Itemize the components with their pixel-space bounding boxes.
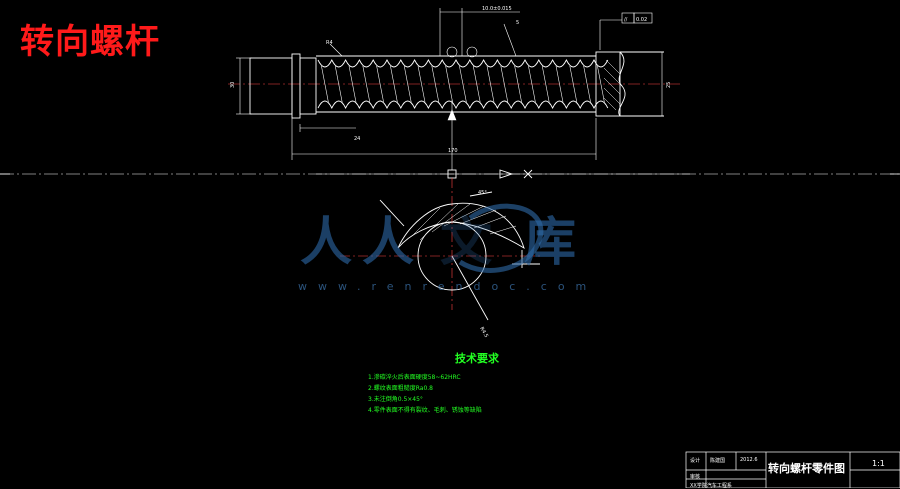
drawing-scale: 1:1	[872, 459, 885, 468]
title-block-design-label: 设计	[690, 458, 701, 464]
title-block-frame	[685, 451, 900, 488]
dimension-labels: 10.0±0.015 5 170 30 25 24 R4 // 0.02	[230, 6, 672, 154]
title-block-date: 2012.6	[740, 457, 758, 463]
technical-note: 1.渗碳淬火后表面硬度58~62HRC	[368, 374, 461, 381]
thread-flank	[555, 65, 564, 103]
technical-requirements-title: 技术要求	[455, 352, 499, 365]
drawing-title: 转向螺杆零件图	[768, 462, 845, 475]
thread-flank	[348, 65, 357, 103]
section-angle: 45°	[478, 190, 487, 196]
thread-flank	[334, 65, 343, 103]
thread-flank	[514, 65, 522, 103]
thread-flank	[403, 65, 412, 103]
watermark-char: 人	[300, 212, 353, 273]
dimension-lines	[236, 8, 663, 170]
thread-flank	[431, 65, 440, 103]
technical-note: 3.未注倒角0.5×45°	[368, 396, 423, 403]
thread-flank	[445, 65, 453, 103]
dim-right-diameter: 25	[666, 82, 672, 88]
thread-flank	[500, 65, 509, 103]
thread-flank	[597, 65, 605, 103]
thread-flank	[569, 65, 578, 103]
gdt-value: 0.02	[636, 17, 647, 23]
cross-section	[316, 169, 690, 321]
thread-flank	[472, 65, 481, 103]
technical-note: 4.零件表面不得有裂纹、毛刺、锈蚀等缺陷	[368, 407, 482, 414]
title-block-designer: 陈建国	[710, 458, 726, 464]
watermark-char: 库	[524, 212, 577, 273]
dim-top-small: 5	[516, 20, 519, 26]
title-block: 设计 陈建国 2012.6 审核 XX学院汽车工程系 转向螺杆零件图 1:1	[686, 452, 900, 489]
thread-flank	[321, 65, 329, 103]
dim-top-tolerance: 10.0±0.015	[482, 6, 512, 12]
watermark-logo	[458, 203, 544, 273]
dim-bottom-small: 24	[354, 136, 360, 142]
thread-profile	[317, 58, 609, 110]
thread-flank	[528, 65, 536, 103]
title-block-check-label: 审核	[690, 474, 701, 480]
page-headline: 转向螺杆	[20, 22, 160, 62]
watermark-url: www.renrendoc.com	[298, 280, 598, 293]
watermark-char: 人	[362, 212, 415, 273]
thread-flank	[541, 65, 550, 103]
title-block-school: XX学院汽车工程系	[690, 483, 732, 489]
thread-wave	[317, 100, 609, 110]
dim-chamfer: R4	[326, 40, 333, 46]
thread-flank	[459, 65, 467, 103]
thread-flank	[486, 65, 495, 103]
watermark-char: 文	[440, 212, 493, 273]
thread-flank	[376, 65, 384, 103]
gdt-symbol: //	[624, 17, 628, 23]
thread-wave	[317, 58, 609, 68]
thread-flank	[583, 65, 591, 103]
thread-flank	[390, 65, 398, 103]
thread-flank	[362, 65, 371, 103]
dim-total-length: 170	[448, 148, 458, 154]
screw-shaft	[228, 51, 680, 119]
cross-section-labels: 45° R4.5	[478, 190, 489, 339]
thread-flank	[417, 65, 426, 103]
technical-note: 2.螺纹表面粗糙度Ra0.8	[368, 385, 433, 392]
dim-left-diameter: 30	[230, 82, 236, 88]
section-radius: R4.5	[478, 326, 489, 339]
technical-notes: 1.渗碳淬火后表面硬度58~62HRC 2.螺纹表面粗糙度Ra0.8 3.未注倒…	[368, 372, 482, 416]
